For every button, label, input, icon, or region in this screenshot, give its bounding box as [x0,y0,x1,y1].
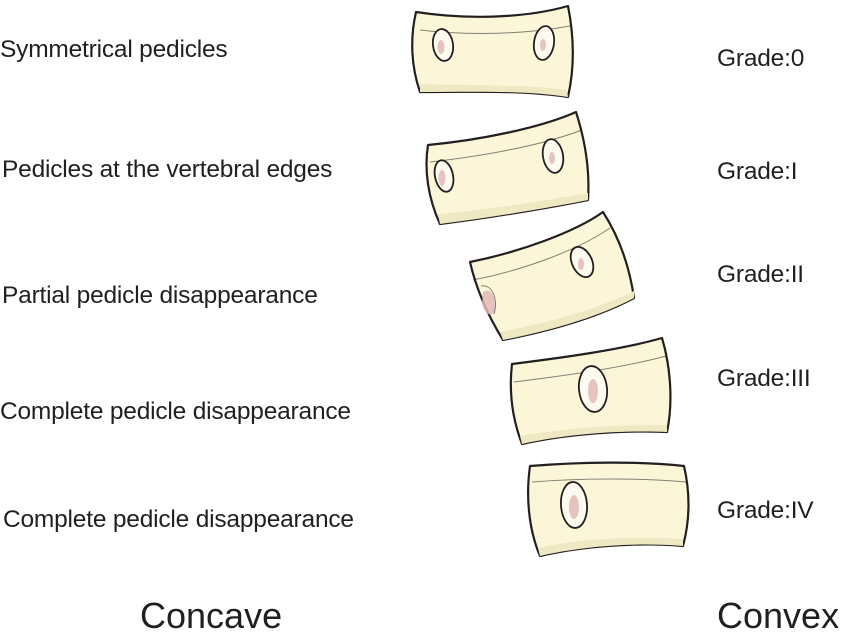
pedicle-right [532,25,556,61]
pedicle-right [541,138,565,174]
grade-4-label: Grade:IV [717,497,814,524]
concave-label: Concave [140,595,283,636]
vertebra-grade-1 [425,110,590,226]
vertebra-grade-2 [468,210,636,342]
vertebra-grade-4 [527,461,690,558]
vertebra-grade-3 [509,336,672,446]
grade-0-description: Symmetrical pedicles [0,36,228,63]
grade-0-label: Grade:0 [717,45,805,72]
grade-4-description: Complete pedicle disappearance [3,506,354,533]
convex-label: Convex [717,595,840,636]
pedicle-right [569,245,595,279]
pedicle-center [577,365,609,413]
pedicle-left-partial [480,285,496,315]
grade-2-label: Grade:II [717,261,804,288]
grade-3-label: Grade:III [717,365,811,392]
grade-2-description: Partial pedicle disappearance [2,282,318,309]
pedicle-left-migrated [560,481,588,529]
pedicle-left [433,159,455,193]
grade-3-description: Complete pedicle disappearance [0,398,351,425]
grade-1-description: Pedicles at the vertebral edges [2,156,333,183]
grade-1-label: Grade:I [717,158,798,185]
pedicle-left [431,28,455,62]
vertebra-grade-0 [411,4,574,99]
